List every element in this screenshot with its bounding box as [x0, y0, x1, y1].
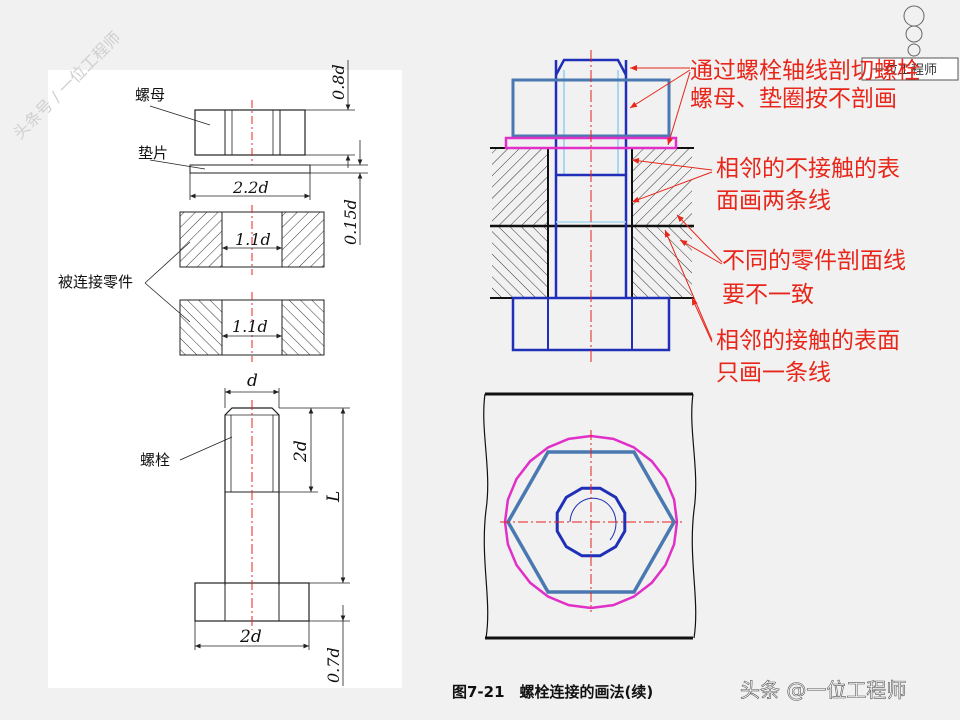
dim-07d-label: 0.7d — [324, 647, 343, 683]
dim-08d: 0.8d — [305, 60, 355, 168]
washer-label: 垫片 — [138, 144, 168, 162]
dim-015d-label: 0.15d — [341, 199, 360, 245]
bolt-label: 螺栓 — [140, 451, 170, 469]
washer-outline — [189, 164, 311, 174]
annotation-4-line2: 只画一条线 — [716, 360, 831, 386]
annotation-1-line2: 螺母、垫圈按不剖画 — [690, 86, 897, 112]
dim-08d-label: 0.8d — [329, 64, 348, 100]
dim-11d-upper-label: 1.1d — [235, 230, 271, 249]
joined-part-lower: 1.1d — [179, 292, 325, 362]
nut-hexagon — [505, 450, 677, 594]
assembled-top-view — [483, 392, 697, 640]
washer-part: 垫片 0.15d 2.2d — [138, 140, 368, 245]
annotation-4-line1: 相邻的接触的表面 — [716, 328, 900, 354]
annotation-1-line1: 通过螺栓轴线剖切螺栓 — [690, 58, 920, 84]
annotation-text-group: 通过螺栓轴线剖切螺栓 螺母、垫圈按不剖画 相邻的不接触的表 面画两条线 不同的零… — [690, 58, 920, 386]
annotation-2-line1: 相邻的不接触的表 — [716, 156, 900, 182]
brand-logo: 一位工程师 — [861, 5, 959, 81]
nut-outline — [194, 109, 306, 156]
annotation-3-line2: 要不一致 — [722, 282, 814, 308]
parts-label: 被连接零件 — [58, 273, 133, 291]
parts-label-group: 被连接零件 — [58, 241, 191, 323]
assembled-section-view — [490, 50, 694, 362]
annotation-3-line1: 不同的零件剖面线 — [722, 248, 906, 274]
joined-part-upper: 1.1d — [179, 205, 325, 275]
thread-arc — [569, 497, 617, 541]
nut-section — [511, 78, 671, 138]
logo-text: 一位工程师 — [872, 63, 937, 78]
dim-2d-horizontal-label: 2d — [239, 627, 262, 647]
dim-d-label: d — [247, 371, 258, 391]
nut-label: 螺母 — [135, 86, 165, 104]
dim-L-label: L — [324, 491, 344, 503]
dim-22d-label: 2.2d — [232, 178, 269, 197]
annotation-leaders — [629, 65, 723, 343]
bottom-watermark: 头条 @一位工程师 — [740, 678, 906, 702]
left-component-panel: 头条号 / 一位工程师 螺母 0.8d 垫片 — [9, 28, 402, 688]
bolt-part: d 2d L 2d 0.7d 螺栓 — [140, 371, 350, 686]
bolt-circle-outer — [555, 486, 627, 558]
figure-caption: 图7-21 螺栓连接的画法(续) — [452, 683, 653, 701]
dim-2d-vertical-label: 2d — [291, 440, 311, 463]
nut-part: 螺母 — [135, 86, 306, 165]
dim-11d-lower-label: 1.1d — [232, 317, 268, 336]
annotation-2-line2: 面画两条线 — [716, 188, 831, 214]
